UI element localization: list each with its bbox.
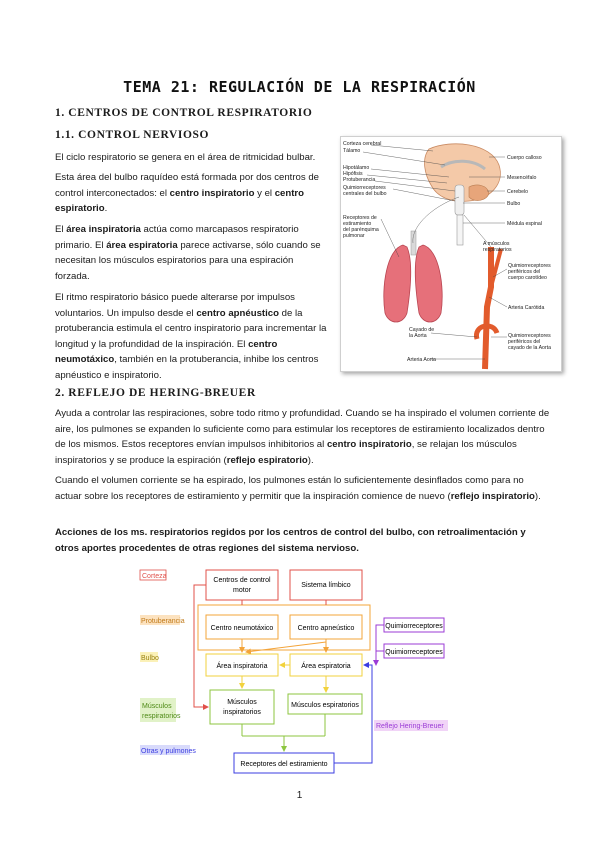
label-musculos-2: respiratorios	[483, 247, 512, 253]
side-otras: Otras y pulmones	[141, 748, 196, 755]
box-apneustico-text: Centro apneústico	[298, 625, 355, 632]
label-hipotalamo: Hipotálamo	[343, 165, 369, 171]
brainstem-shape	[454, 184, 465, 216]
box-ms-insp-line2: inspiratorios	[223, 709, 261, 716]
section2-paragraph-2: Cuando el volumen corriente se ha espira…	[55, 475, 541, 502]
bulbo-tag	[140, 652, 158, 662]
box-receptores-text: Receptores del estiramiento	[240, 761, 327, 768]
side-labels: Corteza Protuberancia Bulbo Músculos res…	[139, 569, 196, 755]
musculos-tag	[140, 698, 176, 722]
label-cerebelo: Cerebelo	[507, 189, 528, 195]
box-limbico-text: Sistema límbico	[301, 582, 351, 589]
label-quimio-aorta-2: periféricos del	[508, 339, 540, 345]
label-cuerpo-calloso: Cuerpo calloso	[507, 155, 542, 161]
reflejo-label: Reflejo Hering-Breuer	[376, 723, 444, 730]
arrow-quimio-ext	[373, 624, 384, 666]
box-motor-line1: Centros de control	[213, 577, 271, 584]
label-receptores-3: del parénquima	[343, 227, 379, 233]
vagus-line	[412, 196, 460, 244]
box-ms-esp-text: Músculos espiratorios	[291, 702, 359, 709]
box-neumotaxico-text: Centro neumotáxico	[211, 625, 274, 632]
side-corteza: Corteza	[142, 573, 167, 580]
label-receptores-4: pulmonar	[343, 233, 365, 239]
corteza-tag	[139, 569, 167, 581]
section2-paragraph-1: Ayuda a controlar las respiraciones, sob…	[55, 408, 550, 466]
box-motor-line2: motor	[233, 587, 252, 594]
label-quimio-centrales-1: Quimiorreceptores	[343, 185, 386, 191]
section1-paragraph-3: El área inspiratoria actúa como marcapas…	[55, 224, 321, 282]
box-musculos-inspiratorios	[209, 689, 275, 725]
box-quimio-text: Quimiorreceptores	[385, 649, 443, 656]
otras-tag	[140, 745, 190, 755]
label-quimio-carot-3: cuerpo carotídeo	[508, 275, 547, 281]
label-musculos-1: A músculos	[483, 241, 510, 247]
box-centro-neumotaxico	[205, 614, 279, 640]
leader-lines	[362, 144, 508, 360]
box-area-insp-text: Área inspiratoria	[217, 661, 268, 670]
section1-heading: 1. CENTROS DE CONTROL RESPIRATORIO	[55, 107, 313, 119]
box-ms-insp-line1: Músculos	[227, 699, 257, 706]
side-protuberancia: Protuberancia	[141, 618, 185, 625]
left-lung-shape	[383, 244, 412, 323]
arrow-apneu-to-insp	[245, 641, 327, 655]
protuberancia-region	[197, 604, 371, 651]
label-arteria-aorta: Arteria Aorta	[407, 357, 436, 363]
section2-heading: 2. REFLEJO DE HERING-BREUER	[55, 387, 256, 399]
side-musculos-2: respiratorios	[142, 713, 181, 720]
carotid-branch-shape	[489, 248, 503, 288]
trachea-shape	[410, 230, 417, 256]
label-quimio-aorta-1: Quimiorreceptores	[508, 333, 551, 339]
label-quimio-aorta-3: cayado de la Aorta	[508, 345, 551, 351]
right-lung-shape	[414, 244, 443, 323]
control-flow-diagram: Corteza Protuberancia Bulbo Músculos res…	[139, 569, 448, 774]
respiratory-anatomy-figure: Corteza cerebral Tálamo Hipotálamo Hipóf…	[340, 136, 562, 372]
label-corteza: Corteza cerebral	[343, 141, 381, 147]
section1-paragraph-2: Esta área del bulbo raquídeo está formad…	[55, 172, 319, 214]
page-number: 1	[296, 790, 303, 801]
label-quimio-centrales-2: centrales del bulbo	[343, 191, 387, 197]
spinal-cord-shape	[456, 214, 464, 246]
box-area-esp-text: Área espiratoria	[301, 661, 351, 670]
section2-paragraph-3: Acciones de los ms. respiratorios regido…	[55, 527, 526, 554]
box-sistema-limbico	[289, 569, 363, 601]
label-receptores-2: estiramiento	[343, 221, 371, 227]
arrow-receptors-feedback	[334, 662, 373, 764]
reflejo-tag	[374, 720, 448, 731]
protuberancia-tag	[140, 615, 180, 625]
label-arteria-carotida: Arteria Carótida	[508, 305, 544, 311]
page-title: TEMA 21: REGULACIÓN DE LA RESPIRACIÓN	[123, 78, 476, 96]
arrow-motor-to-muscles	[193, 584, 209, 710]
label-bulbo: Bulbo	[507, 201, 520, 207]
section1-paragraph-1: El ciclo respiratorio se genera en el ár…	[55, 152, 316, 163]
label-hipofisis: Hipófisis	[343, 171, 363, 177]
carotid-artery-shape	[482, 247, 494, 370]
box-centros-motor	[205, 569, 279, 601]
label-quimio-carot-2: periféricos del	[508, 269, 540, 275]
anatomy-illustration: Corteza cerebral Tálamo Hipotálamo Hipóf…	[343, 141, 551, 370]
section1-paragraph-4: El ritmo respiratorio básico puede alter…	[55, 292, 327, 381]
nerve-line	[463, 214, 492, 248]
side-bulbo: Bulbo	[141, 655, 159, 662]
aortic-arch-shape	[474, 323, 500, 340]
label-talamo: Tálamo	[343, 148, 360, 154]
cerebellum-shape	[468, 184, 490, 201]
label-quimio-carot-1: Quimiorreceptores	[508, 263, 551, 269]
section1-subheading: 1.1. CONTROL NERVIOSO	[55, 129, 210, 141]
label-receptores-1: Receptores de	[343, 215, 377, 221]
box-centro-apneustico	[289, 614, 363, 640]
label-medula: Médula espinal	[507, 221, 542, 227]
label-cayado-1: Cayado de	[409, 327, 434, 333]
label-mesencefalo: Mesencéfalo	[507, 175, 537, 181]
side-musculos-1: Músculos	[142, 703, 172, 710]
box-quimio-ext-text: Quimiorreceptores	[385, 623, 443, 630]
label-protuberancia: Protuberancia	[343, 177, 375, 183]
label-cayado-2: la Aorta	[409, 333, 427, 339]
corpus-callosum	[440, 159, 486, 171]
